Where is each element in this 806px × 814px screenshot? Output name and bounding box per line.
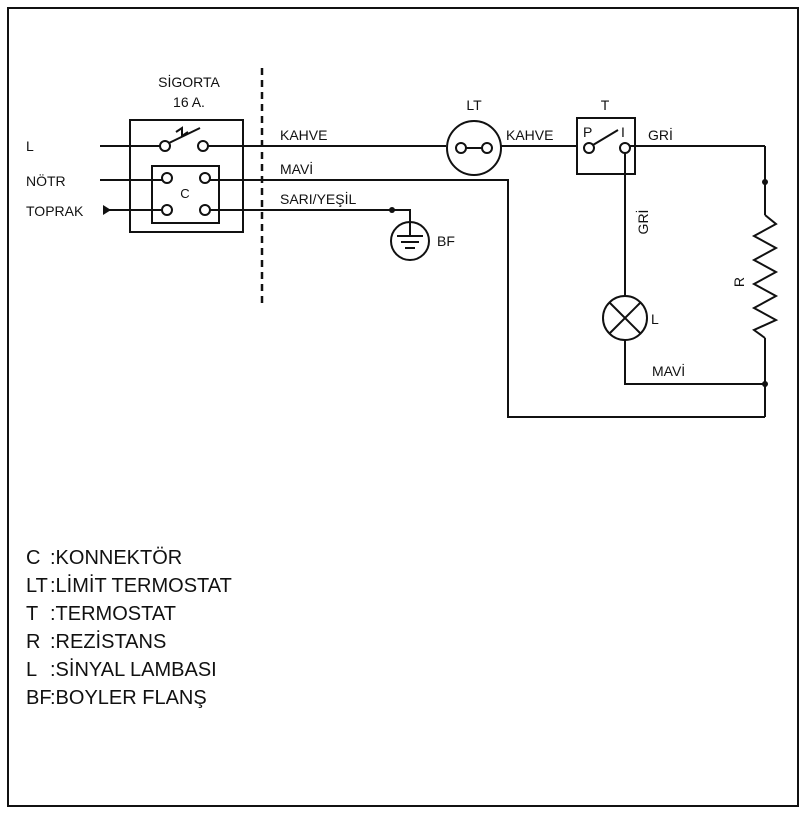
connector-label: C: [180, 186, 189, 201]
wire-label-blue-bottom: MAVİ: [652, 362, 685, 379]
legend-abbr: BF: [26, 687, 52, 709]
thermostat-contact-p: [583, 142, 595, 154]
fuse-contact-right: [197, 140, 209, 152]
legend-abbr: LT: [26, 575, 48, 597]
fuse-rating: 16 A.: [173, 94, 205, 110]
legend-desc: :BOYLER FLANŞ: [50, 687, 207, 709]
legend-desc: :REZİSTANS: [50, 630, 166, 653]
legend-desc: :KONNEKTÖR: [50, 547, 182, 569]
lt-label: LT: [466, 97, 482, 113]
outer-frame: [7, 7, 799, 807]
legend-desc: :TERMOSTAT: [50, 603, 176, 625]
label-neutral: NÖTR: [26, 172, 66, 189]
fuse-title: SİGORTA: [158, 73, 220, 90]
legend-desc: :LİMİT TERMOSTAT: [50, 574, 232, 597]
legend-item: BF :BOYLER FLANŞ: [26, 687, 207, 709]
earth-junction-dot: [389, 207, 395, 213]
legend-abbr: R: [26, 631, 40, 653]
lamp-label: L: [651, 311, 659, 327]
wire-label-earth: SARI/YEŞİL: [280, 190, 356, 207]
blue-wire-neutral: [210, 179, 765, 418]
boiler-flange: BF: [390, 221, 455, 261]
legend-abbr: T: [26, 603, 38, 625]
resistor-symbol: [751, 214, 779, 339]
lamp-cross-2: [608, 301, 642, 335]
thermostat-i-label: I: [621, 124, 625, 140]
signal-lamp: L: [602, 295, 659, 341]
wire-label-grey-vertical: GRİ: [634, 210, 651, 235]
thermostat: T P I: [576, 97, 636, 175]
resistor-label: R: [731, 277, 747, 287]
thermostat-p-label: P: [583, 124, 592, 140]
legend-item: R :REZİSTANS: [26, 630, 166, 653]
lt-contact-left: [455, 142, 467, 154]
legend-abbr: L: [26, 659, 37, 681]
legend-abbr: C: [26, 547, 40, 569]
junction-dot-right-top: [762, 179, 768, 185]
wire-label-blue-top: MAVİ: [280, 160, 313, 177]
thermostat-label: T: [601, 97, 610, 113]
thermostat-switch-blade: [592, 129, 619, 146]
wire-label-brown-2: KAHVE: [506, 127, 553, 143]
label-earth: TOPRAK: [26, 203, 84, 219]
fuse-contact-left: [159, 140, 171, 152]
connector-contact-1: [161, 172, 173, 184]
earth-wire: [210, 209, 411, 222]
legend-item: T :TERMOSTAT: [26, 603, 176, 625]
legend-desc: :SİNYAL LAMBASI: [50, 658, 217, 681]
connector-contact-4: [199, 204, 211, 216]
label-live: L: [26, 138, 34, 154]
thermostat-contact-i: [619, 142, 631, 154]
limit-thermostat: LT: [446, 97, 502, 176]
lt-contact-right: [481, 142, 493, 154]
fuse-box: SİGORTA 16 A. C: [129, 73, 244, 233]
bf-label: BF: [437, 233, 455, 249]
wire-label-grey-right: GRİ: [648, 126, 673, 143]
wire-label-brown-1: KAHVE: [280, 127, 327, 143]
legend: C :KONNEKTÖR LT :LİMİT TERMOSTAT T :TERM…: [26, 547, 232, 709]
connector-contact-3: [161, 204, 173, 216]
blue-wire-bottom: [624, 340, 765, 385]
legend-item: C :KONNEKTÖR: [26, 547, 182, 569]
fuse-switch-mark: [175, 126, 189, 138]
connector-contact-2: [199, 172, 211, 184]
legend-item: L :SİNYAL LAMBASI: [26, 658, 217, 681]
legend-item: LT :LİMİT TERMOSTAT: [26, 574, 232, 597]
earth-arrow-icon: [103, 205, 111, 215]
